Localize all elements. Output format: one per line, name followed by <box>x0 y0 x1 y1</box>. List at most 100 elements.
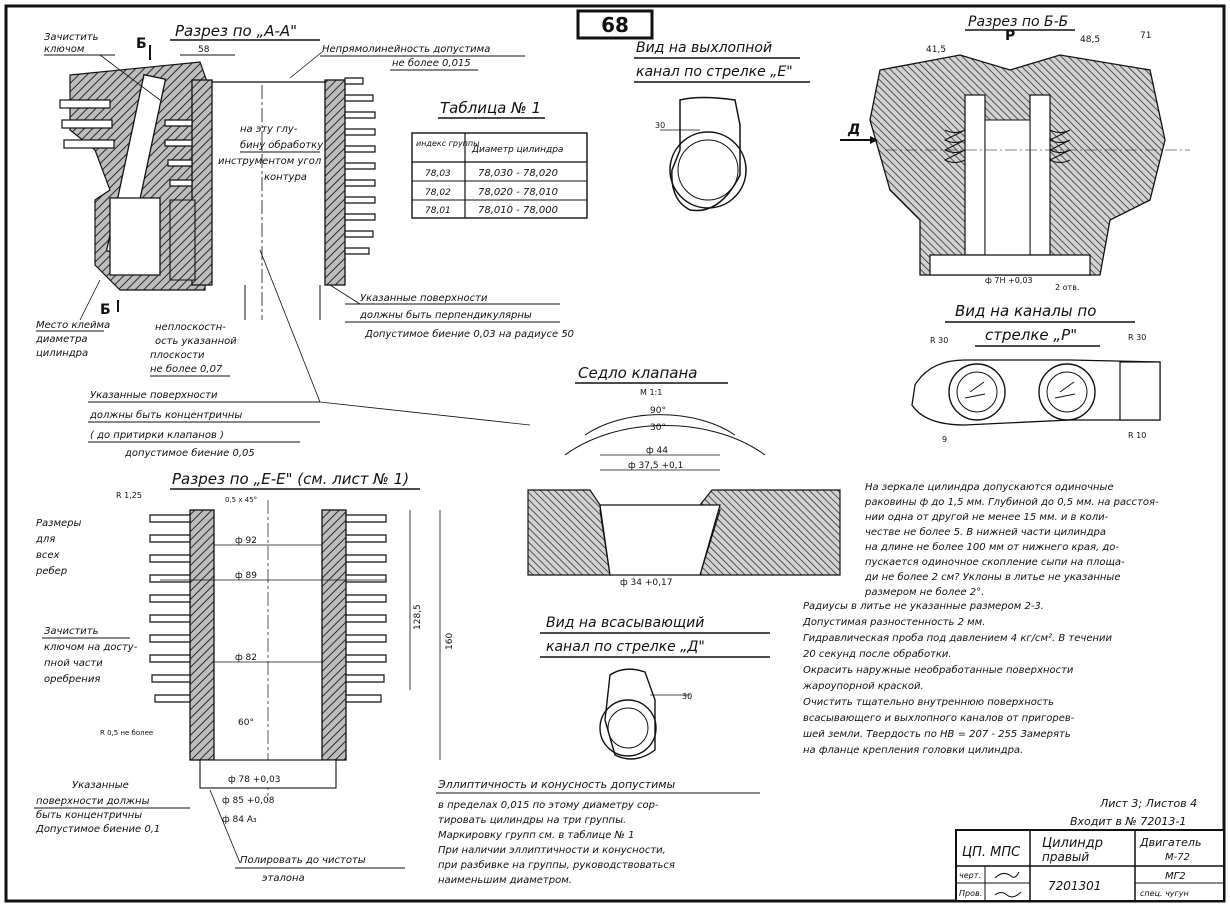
signature-drawn <box>994 871 1020 879</box>
dim-44: ф 44 <box>646 446 668 456</box>
mirror-note-8: размером не более 2°. <box>864 586 984 598</box>
dim-37-5: ф 37,5 +0,1 <box>628 461 683 471</box>
title-part-number: 7201301 <box>1048 879 1101 893</box>
title-scale-label: спец. чугун <box>1140 889 1189 898</box>
section-bb: Разрез по Б-Б Р Д 41,5 48,5 71 ф 7Н +0,0… <box>840 14 1190 292</box>
note-clean-fins-3: пной части <box>44 658 103 669</box>
general-note-7: Очистить тщательно внутреннюю поверхност… <box>803 697 1054 708</box>
dim-r30-right: R 30 <box>1128 333 1146 342</box>
note-fin-sizes-1: Размеры <box>36 518 82 529</box>
dim-48-5: 48,5 <box>1080 35 1100 45</box>
note-ellipse-6: наименьшим диаметром. <box>438 875 572 886</box>
general-note-5: Окрасить наружные необработанные поверхн… <box>803 664 1074 676</box>
note-concentric2-1: Указанные <box>72 780 129 791</box>
note-ellipse-5: при разбивке на группы, руководствоватьс… <box>438 859 675 871</box>
valve-seat: Седло клапана М 1:1 90° 30° ф 44 ф 37,5 … <box>527 364 841 588</box>
note-clean-key-2: ключом <box>44 44 85 55</box>
exhaust-view: Вид на выхлопной канал по стрелке „Е" 30 <box>634 40 810 212</box>
intake-view-title-2: канал по стрелке „Д" <box>546 639 705 655</box>
channels-view-title-1: Вид на каналы по <box>955 302 1096 320</box>
table-1-header-group: индекс группы <box>416 139 479 148</box>
exhaust-angle-label: 30 <box>655 121 665 130</box>
title-checked-label: Пров. <box>959 889 982 898</box>
dim-60deg: 60° <box>238 718 254 728</box>
section-ee: Разрез по „Е-Е" (см. лист № 1) ф 92 ф 89… <box>34 470 760 886</box>
mirror-note-4: честве не более 5. В нижней части цилинд… <box>865 526 1106 538</box>
note-ellipse-1: в пределах 0,015 по этому диаметру сор- <box>438 800 659 811</box>
general-note-2: Допустимая разностенность 2 мм. <box>802 617 985 628</box>
page-number-box: 68 <box>576 9 654 40</box>
title-engine-1: Двигатель <box>1139 836 1201 849</box>
sheet-count: Лист 3; Листов 4 <box>1099 797 1197 810</box>
channels-view: Вид на каналы по стрелке „Р" R 30 R 30 R… <box>911 302 1161 444</box>
dim-78: ф 78 +0,03 <box>228 775 280 785</box>
intake-angle-label: 30 <box>682 692 692 701</box>
table-1-row-1-range: 78,030 - 78,020 <box>478 168 558 179</box>
title-part-name-1: Цилиндр <box>1042 836 1103 851</box>
general-note-6: жароупорной краской. <box>802 681 924 692</box>
note-tool-cut-4: контура <box>264 172 307 183</box>
intake-view-title-1: Вид на всасывающий <box>546 615 704 631</box>
dim-34: ф 34 +0,17 <box>620 578 672 588</box>
signature-checked <box>994 891 1022 898</box>
table-1-row-2-index: 78,02 <box>425 188 451 198</box>
title-engine-2: М-72 <box>1165 852 1190 863</box>
dim-chamfer: 0,5 x 45° <box>225 496 257 504</box>
general-note-10: на фланце крепления головки цилиндра. <box>803 745 1023 756</box>
dim-89: ф 89 <box>235 571 257 581</box>
note-concentric2-4: Допустимое биение 0,1 <box>35 823 160 835</box>
exhaust-view-title-2: канал по стрелке „Е" <box>636 64 793 80</box>
note-ellipse-title: Эллиптичность и конусность допустимы <box>437 778 676 791</box>
dim-84: ф 84 А₃ <box>222 815 257 825</box>
note-nonflat-1: неплоскостн- <box>155 322 226 333</box>
section-ee-title: Разрез по „Е-Е" (см. лист № 1) <box>172 470 409 488</box>
general-note-9: шей земли. Твердость по НВ = 207 - 255 З… <box>803 729 1071 740</box>
dim-85: ф 85 +0,08 <box>222 796 275 806</box>
note-perpendicular-3: Допустимое биение 0,03 на радиусе 50 <box>364 328 574 340</box>
exhaust-view-title-1: Вид на выхлопной <box>636 40 772 56</box>
general-note-8: всасывающего и выхлопного каналов от при… <box>803 713 1075 724</box>
note-concentric-2: должны быть концентричны <box>89 409 242 421</box>
table-1-row-3-range: 78,010 - 78,000 <box>478 205 558 216</box>
note-ellipse-3: Маркировку групп см. в таблице № 1 <box>438 829 634 841</box>
arrow-b-top-label: Б <box>136 36 147 52</box>
note-concentric-4: допустимое биение 0,05 <box>124 447 255 459</box>
mirror-note-6: пускается одиночное скопление сыпи на пл… <box>865 557 1125 568</box>
note-perpendicular-2: должны быть перпендикулярны <box>359 309 532 321</box>
mirror-note-2: раковины ф до 1,5 мм. Глубиной до 0,5 мм… <box>864 496 1159 508</box>
mirror-note-7: ди не более 2 см? Уклоны в литье не указ… <box>864 571 1120 583</box>
dim-2-holes: 2 отв. <box>1055 283 1079 292</box>
note-concentric-3: ( до притирки клапанов ) <box>90 430 224 441</box>
note-tool-cut-3: инструментом угол <box>218 156 322 167</box>
note-ellipse-4: При наличии эллиптичности и конусности, <box>438 845 666 856</box>
table-1-title: Таблица № 1 <box>440 99 541 117</box>
note-nonlinearity-1: Непрямолинейность допустима <box>322 44 490 55</box>
table-1-row-2-range: 78,020 - 78,010 <box>478 187 558 198</box>
dim-r0-5: R 0,5 не более <box>100 729 153 737</box>
title-part-name-2: правый <box>1042 850 1089 864</box>
mirror-note-1: На зеркале цилиндра допускаются одиночны… <box>865 482 1114 493</box>
included-in: Входит в № 72013-1 <box>1070 815 1186 828</box>
dim-7h: ф 7Н +0,03 <box>985 276 1033 285</box>
note-mark-place-3: цилиндра <box>36 348 88 359</box>
title-block: ЦП. МПС Цилиндр правый Двигатель М-72 че… <box>955 829 1225 902</box>
general-note-1: Радиусы в литье не указанные размером 2-… <box>803 601 1044 612</box>
dim-41-5: 41,5 <box>926 45 946 55</box>
note-clean-fins-2: ключом на досту- <box>44 642 138 653</box>
dim-90deg: 90° <box>650 406 666 416</box>
note-fin-sizes-3: всех <box>36 550 60 561</box>
section-bb-title: Разрез по Б-Б <box>968 14 1068 30</box>
dim-160: 160 <box>445 633 455 650</box>
note-nonflat-3: плоскости <box>150 350 205 361</box>
note-tool-cut-1: на эту глу- <box>240 124 298 135</box>
note-nonflat-2: ость указанной <box>155 336 237 347</box>
note-mark-place-2: диаметра <box>35 334 88 345</box>
section-aa-title: Разрез по „А-А" <box>175 22 297 40</box>
note-nonflat-4: не более 0,07 <box>150 363 223 375</box>
table-1-header-diameter: Диаметр цилиндра <box>471 145 563 155</box>
dim-r10: R 10 <box>1128 431 1146 440</box>
note-polish-2: эталона <box>262 873 305 884</box>
table-1-row-3-index: 78,01 <box>425 206 451 216</box>
note-mark-place-1: Место клейма <box>36 320 110 331</box>
